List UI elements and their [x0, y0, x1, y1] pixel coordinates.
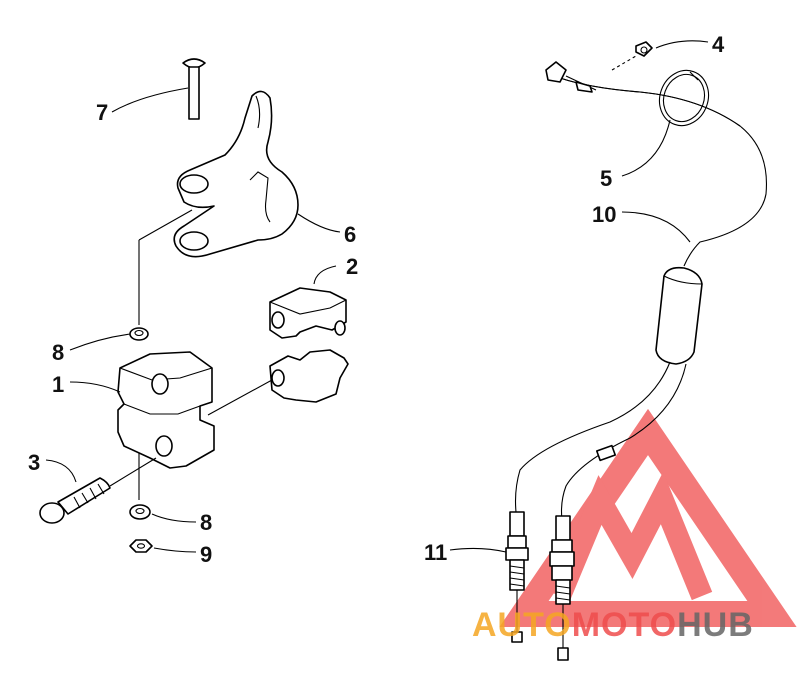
svg-text:AUTOMOTOHUB: AUTOMOTOHUB: [472, 606, 754, 644]
adjuster-part-11-right: [549, 515, 575, 661]
watermark-text-hub: HUB: [677, 606, 754, 644]
adjuster-part-11-left: [505, 511, 529, 643]
watermark-text: AUTOMOTOHUB: [472, 606, 754, 644]
callout-9: 9: [200, 542, 212, 567]
nut-part-9: [129, 539, 153, 553]
callout-11: 11: [424, 540, 447, 565]
throttle-cable-part-10: [514, 61, 768, 521]
callout-7: 7: [96, 100, 108, 125]
watermark-logo: [499, 408, 797, 627]
washer-part-8-bottom: [129, 504, 151, 520]
watermark-text-auto: AUTO: [472, 606, 572, 644]
bolt-part-3: [39, 457, 157, 524]
pin-part-7: [182, 58, 206, 120]
ring-part-5: [658, 69, 710, 127]
washer-part-8-top: [129, 327, 149, 341]
callout-2: 2: [346, 254, 358, 279]
callout-1: 1: [52, 372, 64, 397]
clamp-half-part-2: [269, 287, 347, 339]
watermark-text-moto: MOTO: [572, 606, 677, 644]
callout-6: 6: [344, 222, 356, 247]
clip-part-4: [611, 41, 653, 71]
callout-3: 3: [28, 450, 40, 475]
callout-10: 10: [592, 202, 616, 227]
callout-8-bottom: 8: [200, 510, 212, 535]
callout-4: 4: [712, 32, 725, 57]
callout-8-top: 8: [52, 340, 64, 365]
lever-part-6: [173, 90, 299, 258]
clamp-lower-half: [269, 349, 349, 403]
block-part-1: [117, 351, 215, 469]
callout-5: 5: [600, 166, 612, 191]
